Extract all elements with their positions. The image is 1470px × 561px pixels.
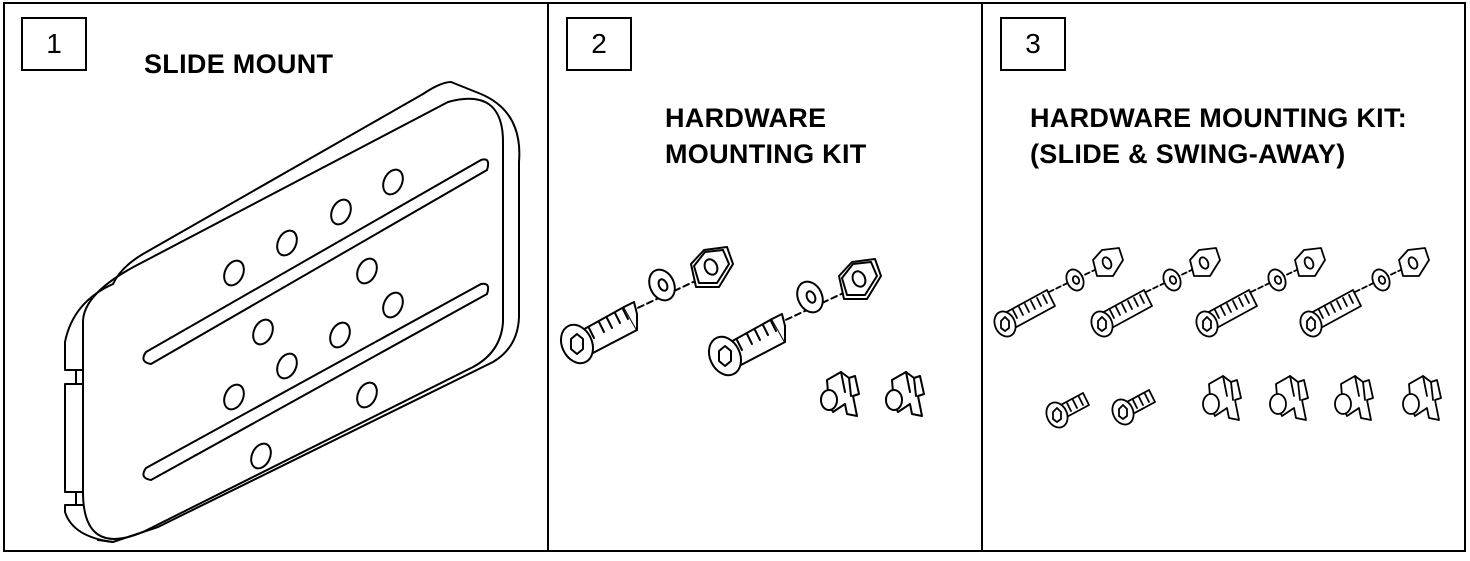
t-nut [1269, 375, 1309, 421]
hex-nut [690, 246, 734, 288]
slide-mount-front-face [82, 97, 504, 540]
slide-mount-top-edge [112, 81, 452, 285]
mount-hole [276, 352, 298, 380]
mount-hole [252, 318, 274, 346]
panel-number-3: 3 [1000, 17, 1066, 71]
socket-cap-bolt [707, 313, 786, 377]
slide-mount-back-face [97, 81, 521, 543]
t-nut [885, 371, 925, 417]
panel-number-1: 1 [21, 17, 87, 71]
hardware-kit-illustration [559, 246, 925, 417]
t-nut [1402, 375, 1442, 421]
mount-hole [223, 259, 245, 287]
panel-title-1: SLIDE MOUNT [144, 46, 333, 82]
mount-hole [330, 198, 352, 226]
washer [648, 268, 676, 302]
bolt-assembly [707, 258, 882, 377]
panel-title-1-line-1: SLIDE MOUNT [144, 49, 334, 79]
mount-hole [356, 257, 378, 285]
slide-mount-lower-slot [142, 282, 490, 481]
diagram-frame [3, 2, 1466, 552]
washer [796, 280, 824, 314]
panel-hardware-mounting-kit-slide-swing-away: 3 HARDWARE MOUNTING KIT: (SLIDE & SWING-… [981, 2, 1466, 552]
panel-title-2-line-2: MOUNTING KIT [665, 139, 867, 169]
mount-hole [382, 291, 404, 319]
mount-hole [250, 442, 272, 470]
mount-hole [223, 383, 245, 411]
bolt-assembly [559, 246, 734, 365]
mount-hole [356, 381, 378, 409]
mount-hole [276, 229, 298, 257]
t-nut [1334, 375, 1374, 421]
panel-slide-mount: 1 SLIDE MOUNT [3, 2, 547, 552]
short-socket-bolt [1107, 389, 1156, 429]
mount-hole [329, 321, 351, 349]
panel-title-3-line-2: (SLIDE & SWING-AWAY) [1030, 139, 1346, 169]
slide-mount-holes [223, 168, 404, 470]
panel-title-2-line-1: HARDWARE [665, 103, 827, 133]
panel-number-2: 2 [566, 17, 632, 71]
panel-hardware-mounting-kit: 2 HARDWARE MOUNTING KIT [547, 2, 981, 552]
t-nut [820, 371, 860, 417]
slide-mount-upper-slot [142, 158, 490, 365]
t-nut [1202, 375, 1242, 421]
slide-swing-hardware-illustration [989, 247, 1442, 432]
panel-title-3-line-1: HARDWARE MOUNTING KIT: [1030, 103, 1408, 133]
mount-hole [382, 168, 404, 196]
short-socket-bolt [1041, 392, 1090, 432]
slide-mount-left-side [64, 283, 114, 543]
panel-title-3: HARDWARE MOUNTING KIT: (SLIDE & SWING-AW… [1030, 100, 1407, 172]
socket-cap-bolt [559, 301, 638, 365]
panel-title-2: HARDWARE MOUNTING KIT [665, 100, 867, 172]
hex-nut [838, 258, 882, 300]
slide-mount-illustration [64, 81, 521, 543]
